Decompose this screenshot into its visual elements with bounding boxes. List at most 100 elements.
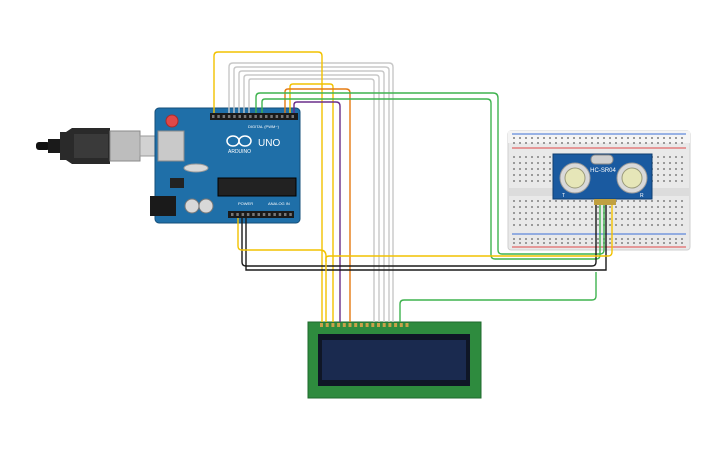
wire-black[interactable] [245, 205, 607, 271]
wire-gray[interactable] [228, 62, 394, 322]
wire-black[interactable] [241, 205, 597, 267]
ultrasonic-sensor[interactable]: HC-SR04 T R [552, 153, 653, 205]
breadboard-hole [597, 212, 599, 214]
breadboard-hole [525, 156, 527, 158]
breadboard-hole [543, 206, 545, 208]
breadboard-hole [519, 156, 521, 158]
breadboard-hole [657, 162, 659, 164]
breadboard-hole [573, 142, 575, 144]
breadboard-hole [675, 156, 677, 158]
breadboard-hole [633, 142, 635, 144]
breadboard-hole [615, 142, 617, 144]
breadboard-hole [669, 142, 671, 144]
breadboard-hole [543, 212, 545, 214]
wire-yellow[interactable] [325, 205, 613, 262]
arduino-uno-board[interactable]: ARDUINO UNO DIGITAL (PWM~) POWER ANALOG … [150, 107, 301, 224]
breadboard-hole [669, 206, 671, 208]
breadboard-hole [609, 218, 611, 220]
breadboard-hole [657, 137, 659, 139]
breadboard-hole [531, 156, 533, 158]
breadboard-hole [657, 242, 659, 244]
breadboard-hole [639, 137, 641, 139]
breadboard-hole [663, 156, 665, 158]
breadboard-hole [657, 224, 659, 226]
breadboard-hole [645, 212, 647, 214]
lcd-pin [342, 323, 346, 327]
breadboard-hole [513, 180, 515, 182]
breadboard-hole [681, 168, 683, 170]
wire-green[interactable] [261, 98, 601, 260]
lcd-pin [348, 323, 352, 327]
breadboard-hole [543, 200, 545, 202]
breadboard-hole [513, 168, 515, 170]
wire-orange[interactable] [284, 88, 351, 322]
breadboard-hole [537, 174, 539, 176]
breadboard-hole [627, 242, 629, 244]
breadboard-hole [591, 224, 593, 226]
breadboard-hole [675, 174, 677, 176]
breadboard-hole [585, 137, 587, 139]
breadboard-hole [651, 242, 653, 244]
breadboard-hole [585, 242, 587, 244]
breadboard-hole [651, 142, 653, 144]
breadboard-hole [513, 212, 515, 214]
breadboard-hole [627, 224, 629, 226]
breadboard-hole [519, 142, 521, 144]
wire-gray[interactable] [243, 74, 380, 322]
arduino-pin [284, 213, 287, 216]
breadboard-hole [543, 168, 545, 170]
sensor-pin-t-label: T [562, 193, 565, 199]
breadboard-hole [555, 212, 557, 214]
reset-button-icon[interactable] [165, 114, 179, 128]
wire-gray[interactable] [248, 78, 375, 322]
breadboard-hole [549, 180, 551, 182]
wire-yellow[interactable] [289, 83, 334, 322]
breadboard-hole [525, 168, 527, 170]
wire-purple[interactable] [293, 101, 341, 322]
arduino-pin [280, 115, 284, 118]
usb-cable-icon[interactable] [36, 128, 159, 164]
wire-yellow[interactable] [213, 51, 323, 322]
wire-yellow[interactable] [237, 218, 327, 322]
breadboard-hole [579, 218, 581, 220]
arduino-pin [212, 115, 215, 118]
breadboard-hole [651, 206, 653, 208]
power-pins-label: POWER [238, 201, 253, 206]
lcd-pin [337, 323, 341, 327]
wires[interactable] [213, 51, 613, 322]
breadboard-hole [675, 200, 677, 202]
wire-green[interactable] [399, 272, 597, 322]
breadboard-hole [621, 142, 623, 144]
breadboard-hole [621, 242, 623, 244]
breadboard-hole [663, 212, 665, 214]
breadboard-hole [651, 218, 653, 220]
lcd-pin [399, 323, 403, 327]
breadboard-hole [525, 212, 527, 214]
breadboard-hole [537, 180, 539, 182]
breadboard-hole [531, 142, 533, 144]
wire-green[interactable] [255, 92, 605, 255]
breadboard-hole [537, 137, 539, 139]
breadboard-hole [681, 224, 683, 226]
breadboard-hole [609, 212, 611, 214]
breadboard-hole [567, 224, 569, 226]
breadboard-hole [663, 224, 665, 226]
power-analog-header [228, 211, 294, 218]
breadboard-hole [555, 218, 557, 220]
breadboard-hole [561, 137, 563, 139]
breadboard-hole [579, 242, 581, 244]
breadboard-hole [537, 168, 539, 170]
wire-gray[interactable] [238, 70, 385, 322]
lcd-pin [371, 323, 375, 327]
breadboard-hole [669, 224, 671, 226]
wire-gray[interactable] [233, 66, 390, 322]
lcd-pin [359, 323, 363, 327]
breadboard-hole [513, 200, 515, 202]
lcd-pin [377, 323, 380, 327]
breadboard-hole [657, 180, 659, 182]
breadboard-hole [561, 242, 563, 244]
lcd-16x2[interactable] [307, 321, 482, 399]
arduino-pin [222, 115, 226, 118]
breadboard-hole [549, 156, 551, 158]
